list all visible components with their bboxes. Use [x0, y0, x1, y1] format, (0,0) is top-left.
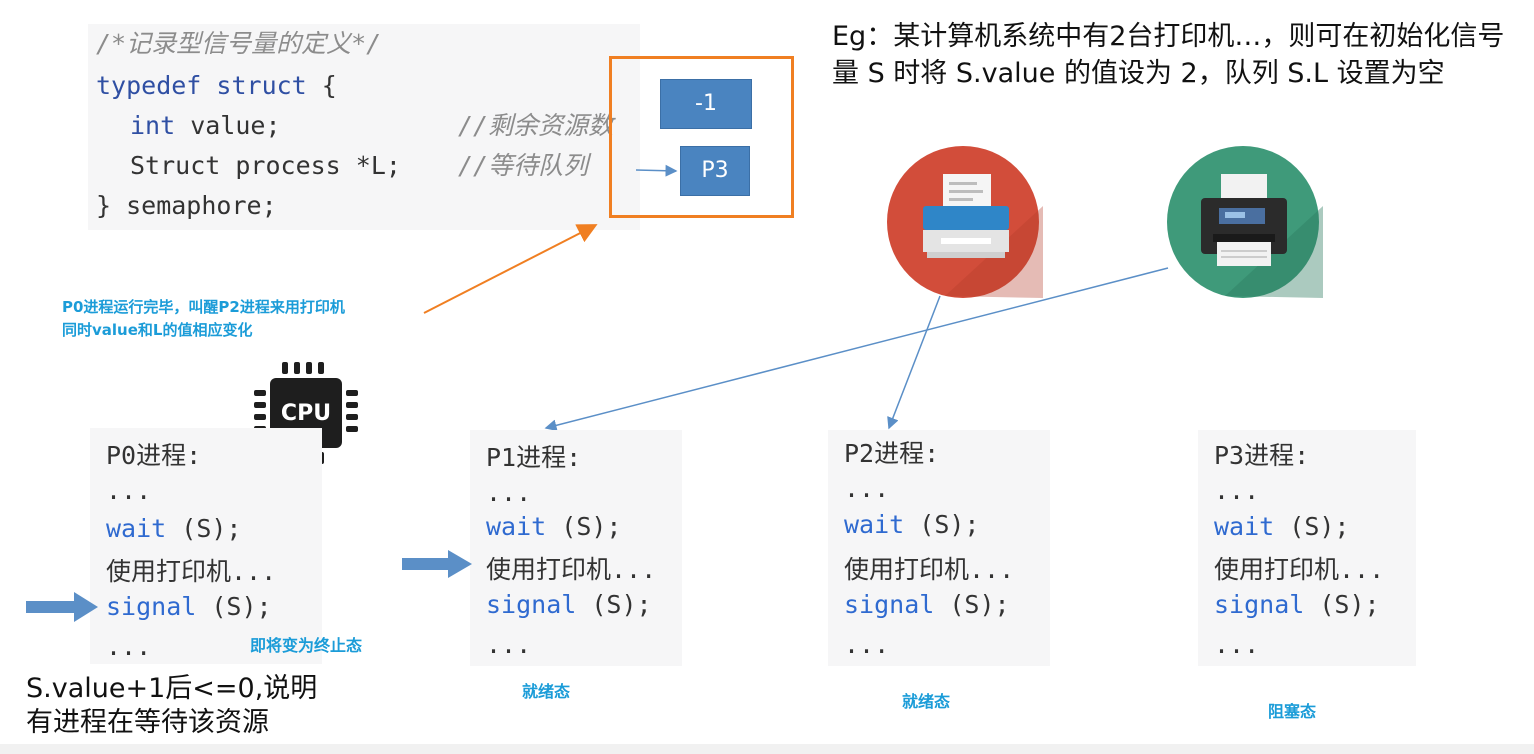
wait-line: wait (S); — [844, 510, 979, 539]
signal-line: signal (S); — [106, 592, 272, 621]
wake-arrow — [423, 224, 598, 314]
bottom-strip — [0, 744, 1534, 754]
signal-line: signal (S); — [486, 590, 652, 619]
example-description: Eg：某计算机系统中有2台打印机…，则可在初始化信号量 S 时将 S.value… — [832, 21, 1505, 89]
process-block-p2: P2进程: ... wait (S); 使用打印机... signal (S);… — [828, 430, 1050, 666]
wake-note-line1: P0进程运行完毕，叫醒P2进程来用打印机 — [62, 298, 345, 316]
wait-keyword: wait — [844, 510, 905, 539]
printer-icon — [1167, 146, 1323, 298]
printer-to-p1-arrow — [544, 267, 1169, 432]
wait-line: wait (S); — [1214, 512, 1349, 541]
signal-arg: (S); — [576, 590, 652, 619]
process-block-p1: P1进程: ... wait (S); 使用打印机... signal (S);… — [470, 430, 682, 666]
state-label-p3: 阻塞态 — [1268, 702, 1317, 721]
use-printer-line: 使用打印机... — [486, 555, 657, 584]
wait-arg: (S); — [904, 510, 980, 539]
code-closing-line: } semaphore; — [96, 191, 277, 220]
use-printer-line: 使用打印机... — [1214, 555, 1385, 584]
bottom-explanation: S.value+1后<=0,说明 有进程在等待该资源 — [26, 672, 317, 740]
signal-arg: (S); — [196, 592, 272, 621]
process-dots: ... — [844, 474, 890, 503]
signal-keyword: signal — [844, 590, 935, 619]
process-end-dots: ... — [106, 632, 152, 661]
use-printer-line: 使用打印机... — [844, 555, 1015, 584]
bottom-note-line1: S.value+1后<=0,说明 — [26, 673, 318, 704]
printer-icon — [887, 146, 1043, 298]
process-title: P0进程: — [106, 441, 202, 470]
signal-keyword: signal — [106, 592, 197, 621]
signal-keyword: signal — [1214, 590, 1305, 619]
value-field: value; — [175, 111, 281, 140]
process-end-dots: ... — [1214, 630, 1260, 659]
bottom-note-line2: 有进程在等待该资源 — [26, 707, 269, 738]
signal-line: signal (S); — [1214, 590, 1380, 619]
process-block-p0: P0进程: ... wait (S); 使用打印机... signal (S);… — [90, 428, 322, 664]
process-field: Struct process *L; — [130, 151, 401, 180]
process-title: P2进程: — [844, 439, 940, 468]
process-block-p3: P3进程: ... wait (S); 使用打印机... signal (S);… — [1198, 430, 1416, 666]
queue-box: P3 — [680, 146, 750, 196]
state-label-p2: 就绪态 — [902, 692, 951, 711]
semaphore-state-highlight: -1 P3 — [609, 56, 794, 218]
queue-pointer-arrow — [635, 164, 678, 177]
printer-to-p2-arrow — [887, 295, 941, 430]
terminate-note: 即将变为终止态 — [250, 636, 363, 655]
wait-arg: (S); — [166, 514, 242, 543]
typedef-keyword: typedef struct — [96, 71, 307, 100]
wait-keyword: wait — [486, 512, 547, 541]
process-dots: ... — [106, 476, 152, 505]
signal-arg: (S); — [934, 590, 1010, 619]
wait-keyword: wait — [106, 514, 167, 543]
arrow-right-icon — [26, 592, 98, 622]
int-keyword: int — [130, 111, 176, 140]
process-end-dots: ... — [844, 630, 890, 659]
brace-open: { — [306, 71, 337, 100]
process-title: P1进程: — [486, 443, 582, 472]
state-label-p1: 就绪态 — [522, 682, 571, 701]
process-dots: ... — [1214, 476, 1260, 505]
code-comment-title: /*记录型信号量的定义*/ — [96, 29, 382, 58]
wake-note-line2: 同时value和L的值相应变化 — [62, 321, 253, 339]
process-dots: ... — [486, 478, 532, 507]
code-value-line: int value; — [130, 110, 281, 142]
wait-line: wait (S); — [106, 514, 241, 543]
semaphore-code-block: /*记录型信号量的定义*/ typedef struct { int value… — [88, 24, 640, 230]
signal-line: signal (S); — [844, 590, 1010, 619]
wait-line: wait (S); — [486, 512, 621, 541]
process-title: P3进程: — [1214, 441, 1310, 470]
code-typedef-line: typedef struct { — [96, 70, 337, 102]
wait-keyword: wait — [1214, 512, 1275, 541]
wait-arg: (S); — [1274, 512, 1350, 541]
value-comment: //剩余资源数 — [458, 111, 614, 140]
wait-arg: (S); — [546, 512, 622, 541]
signal-arg: (S); — [1304, 590, 1380, 619]
arrow-right-icon — [402, 550, 472, 578]
use-printer-line: 使用打印机... — [106, 557, 277, 586]
signal-keyword: signal — [486, 590, 577, 619]
process-end-dots: ... — [486, 630, 532, 659]
queue-comment: //等待队列 — [458, 151, 589, 180]
value-box: -1 — [660, 79, 752, 129]
